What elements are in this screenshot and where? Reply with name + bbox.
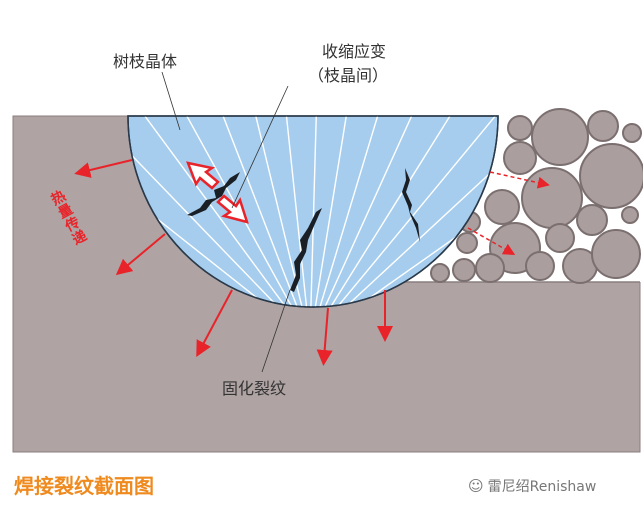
dendrite-line bbox=[128, 116, 311, 307]
powder-particle bbox=[525, 251, 555, 281]
powder-particle bbox=[587, 110, 619, 142]
powder-particle bbox=[545, 223, 575, 253]
heat-arrows bbox=[74, 159, 393, 366]
dendrite-line bbox=[309, 116, 325, 307]
label-solidification-crack: 固化裂纹 bbox=[222, 379, 287, 398]
dendrite-line bbox=[309, 116, 456, 307]
powder-particles bbox=[430, 108, 643, 284]
dendrite-line bbox=[309, 116, 391, 307]
label-dendrite: 树枝晶体 bbox=[113, 52, 178, 71]
dendrite-line bbox=[191, 116, 311, 307]
crack bbox=[402, 168, 420, 242]
powder-particle bbox=[621, 206, 639, 224]
powder-particle bbox=[503, 141, 537, 175]
dendrite-line bbox=[128, 116, 311, 307]
figure-caption: 焊接裂纹截面图 bbox=[14, 474, 154, 498]
powder-particle bbox=[531, 108, 589, 166]
powder-particle bbox=[456, 232, 478, 254]
dendrite-line bbox=[309, 116, 498, 307]
powder-particle bbox=[475, 253, 505, 283]
watermark-text: 雷尼绍Renishaw bbox=[487, 479, 597, 495]
watermark: ☺ 雷尼绍Renishaw bbox=[468, 476, 596, 496]
powder-particle bbox=[484, 189, 520, 225]
powder-particle bbox=[521, 167, 583, 229]
label-shrinkage-strain: 收缩应变 bbox=[322, 42, 387, 61]
label-interdendritic: （枝晶间） bbox=[308, 66, 389, 85]
strain-arrow-icon bbox=[216, 194, 249, 224]
crack bbox=[290, 208, 322, 292]
dendrite-line bbox=[309, 116, 498, 307]
dendrite-line bbox=[309, 116, 498, 307]
powder-particle bbox=[579, 143, 643, 209]
dendrite-line bbox=[128, 116, 311, 307]
powder-particle bbox=[622, 123, 642, 143]
powder-particle bbox=[452, 258, 476, 282]
strain-arrow-icon bbox=[186, 161, 220, 190]
dendrite-line bbox=[128, 116, 311, 307]
powder-particle bbox=[507, 115, 533, 141]
powder-particle bbox=[591, 229, 641, 279]
powder-particle bbox=[576, 204, 608, 236]
dendrite-line bbox=[128, 116, 311, 307]
wechat-icon: ☺ bbox=[468, 477, 484, 495]
crack bbox=[187, 172, 240, 216]
powder-particle bbox=[430, 263, 450, 283]
dendrite-line bbox=[309, 116, 498, 307]
